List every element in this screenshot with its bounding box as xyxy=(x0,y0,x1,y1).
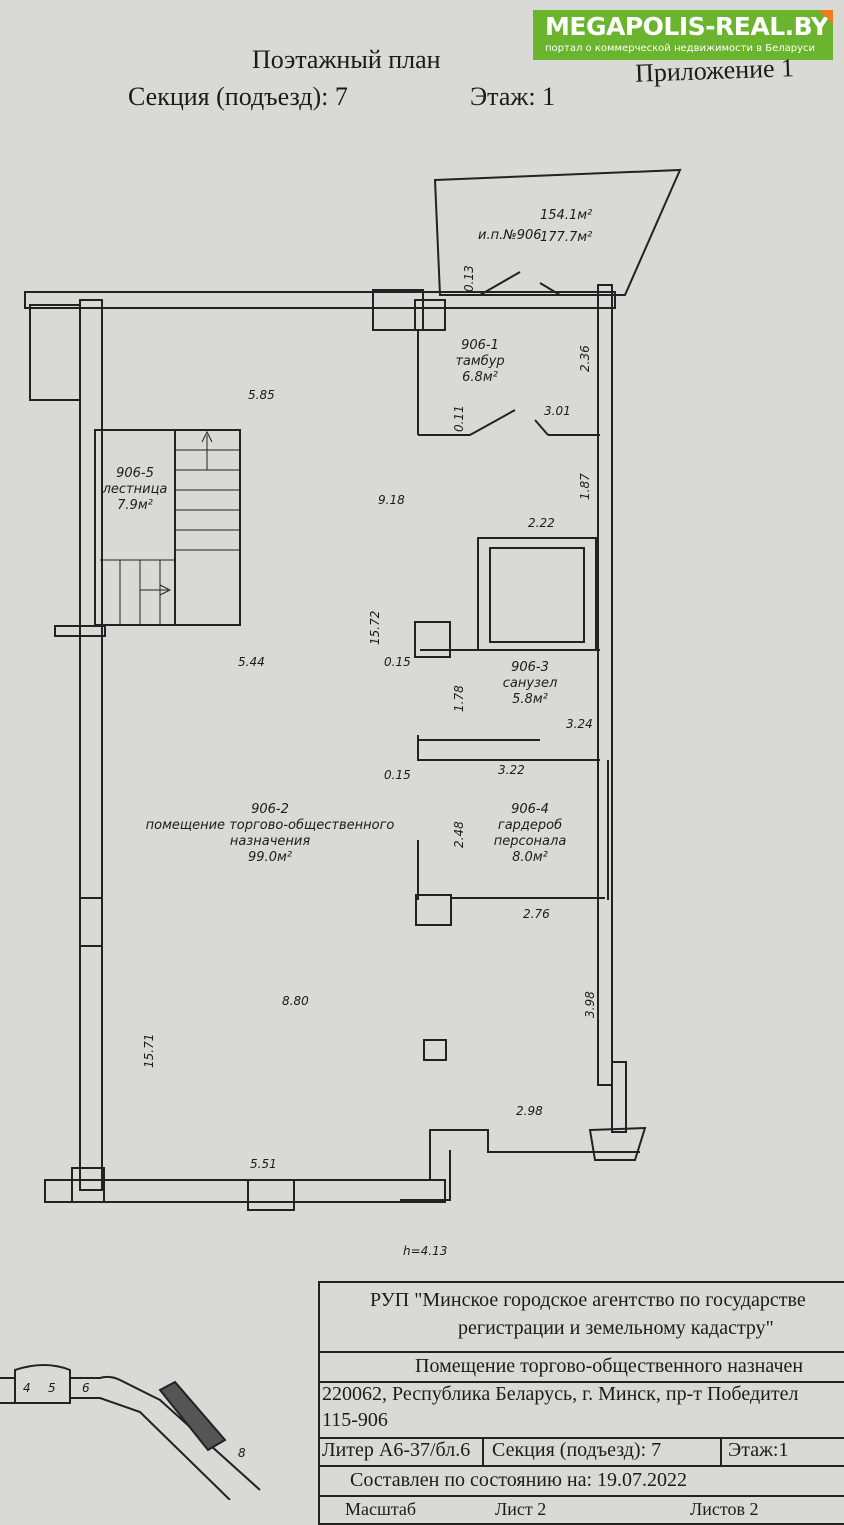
object-name: Помещение торгово-общественного назначен xyxy=(415,1355,804,1377)
sheets-label: Листов 2 xyxy=(690,1499,759,1519)
left-wall xyxy=(79,299,103,1191)
ceiling-height: h=4.13 xyxy=(403,1244,448,1258)
logo-tagline: портал о коммерческой недвижимости в Бел… xyxy=(545,43,815,54)
outdoor-area-1: 154.1м² xyxy=(540,208,593,223)
dim: 2.22 xyxy=(528,516,555,530)
key-section: 6 xyxy=(82,1381,90,1395)
watermark-logo[interactable]: MEGAPOLIS-REAL.BY портал о коммерческой … xyxy=(533,10,833,60)
key-section: 8 xyxy=(238,1446,246,1460)
sheet-label: Лист 2 xyxy=(495,1499,547,1519)
org-line-2: регистрации и земельному кадастру" xyxy=(458,1317,774,1339)
right-wall xyxy=(597,284,613,1086)
outdoor-area-outline xyxy=(433,168,682,296)
top-wall xyxy=(24,291,616,309)
logo-name: MEGAPOLIS-REAL.BY xyxy=(545,12,829,41)
org-row: РУП "Минское городское агентство по госу… xyxy=(320,1283,844,1353)
scale-label: Масштаб xyxy=(345,1499,417,1519)
outdoor-label: и.п.№906 xyxy=(478,228,542,243)
dim: 9.18 xyxy=(378,493,405,507)
dim: 5.51 xyxy=(250,1157,277,1171)
plan-title: Поэтажный план xyxy=(252,45,441,74)
plan-floor: Этаж: 1 xyxy=(470,82,556,111)
compiled-date: Составлен по состоянию на: 19.07.2022 xyxy=(350,1469,688,1491)
dim: 5.85 xyxy=(248,388,275,402)
bottom-wall xyxy=(44,1179,446,1203)
org-line-1: РУП "Минское городское агентство по госу… xyxy=(370,1289,806,1311)
key-section: 5 xyxy=(48,1381,56,1395)
dim: 3.24 xyxy=(566,717,593,731)
liter: Литер А6-37/бл.6 xyxy=(322,1439,484,1465)
plan-section: Секция (подъезд): 7 xyxy=(128,82,348,111)
outdoor-area-2: 177.7м² xyxy=(540,230,593,245)
dim: 8.80 xyxy=(282,994,309,1008)
dim: 2.98 xyxy=(516,1104,543,1118)
dim: 3.01 xyxy=(544,404,571,418)
title-block: РУП "Минское городское агентство по госу… xyxy=(318,1281,844,1525)
dim: 3.22 xyxy=(498,763,525,777)
block-floor: Этаж:1 xyxy=(720,1439,788,1465)
dim: 2.76 xyxy=(523,907,550,921)
block-section: Секция (подъезд): 7 xyxy=(492,1439,662,1461)
dim: 0.15 xyxy=(384,655,411,669)
dim: 5.44 xyxy=(238,655,265,669)
address-line-2: 115-906 xyxy=(322,1409,388,1431)
dim: 0.15 xyxy=(384,768,411,782)
staircase xyxy=(94,429,241,626)
key-section: 4 xyxy=(23,1381,31,1395)
logo-corner-icon xyxy=(819,10,833,24)
address-line-1: 220062, Республика Беларусь, г. Минск, п… xyxy=(322,1383,799,1405)
